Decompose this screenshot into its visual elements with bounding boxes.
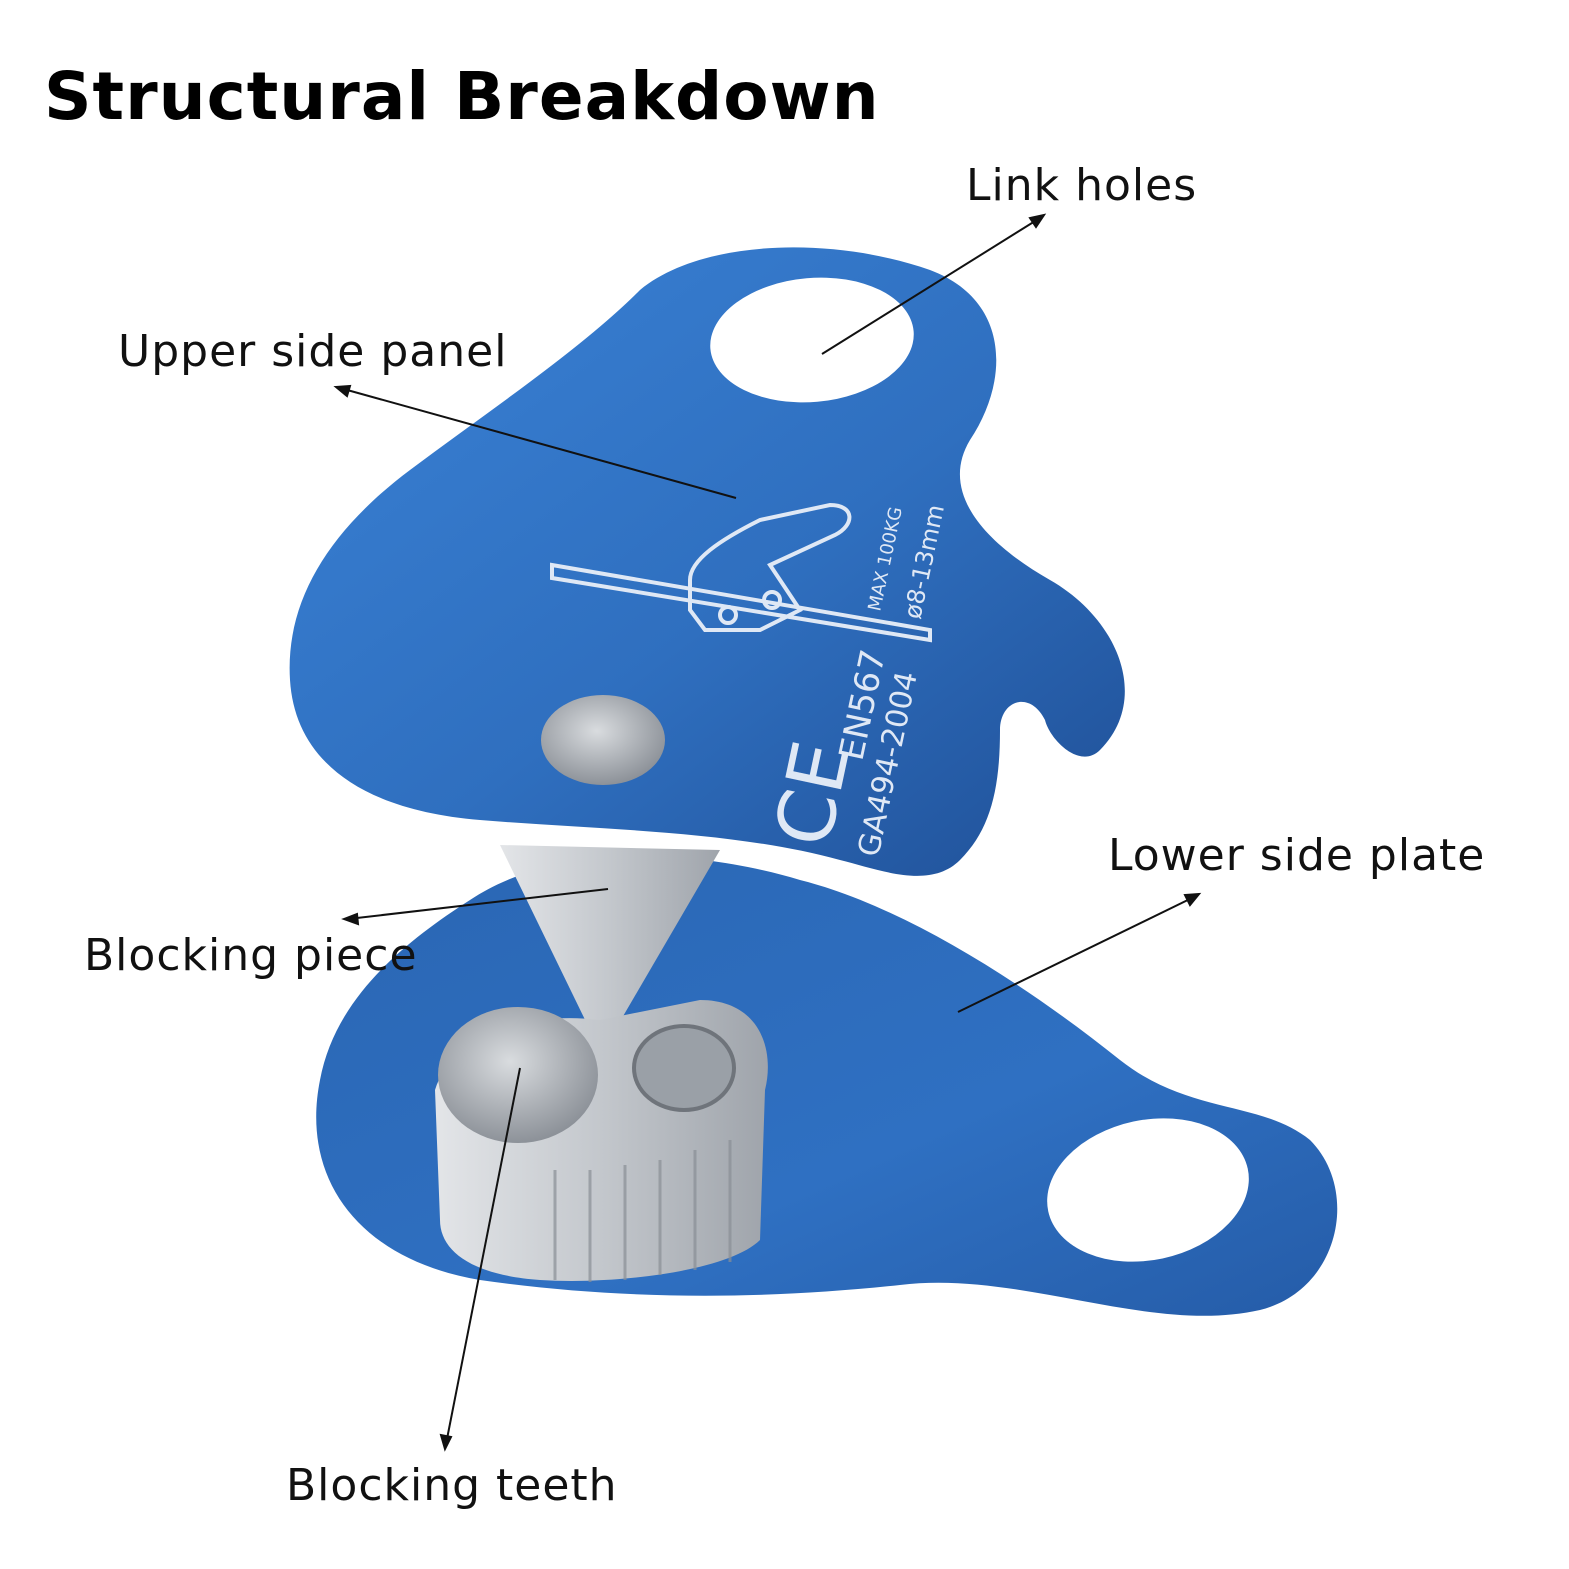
leader-lower-plate <box>957 895 1197 1013</box>
leader-blocking-teeth <box>445 1067 521 1445</box>
leader-link-holes <box>821 217 1041 355</box>
upper-rivet-icon <box>541 695 665 785</box>
callout-blocking-piece: Blocking piece <box>84 930 418 981</box>
blocking-piece <box>500 845 720 1030</box>
callout-lower-side-plate: Lower side plate <box>1108 830 1486 881</box>
ce-mark: CE <box>759 734 869 854</box>
page-title: Structural Breakdown <box>44 58 880 135</box>
leader-upper-panel <box>339 387 737 499</box>
callout-link-holes: Link holes <box>966 160 1198 211</box>
leader-blocking-piece <box>347 888 609 920</box>
upper-link-hole <box>710 277 914 403</box>
callout-blocking-teeth: Blocking teeth <box>286 1460 618 1511</box>
callout-upper-side-panel: Upper side panel <box>118 326 508 377</box>
engraved-device-icon <box>550 502 932 643</box>
cam-screw-icon <box>632 1024 736 1112</box>
lower-link-hole <box>1047 1118 1249 1262</box>
upper-side-panel <box>289 247 1125 876</box>
